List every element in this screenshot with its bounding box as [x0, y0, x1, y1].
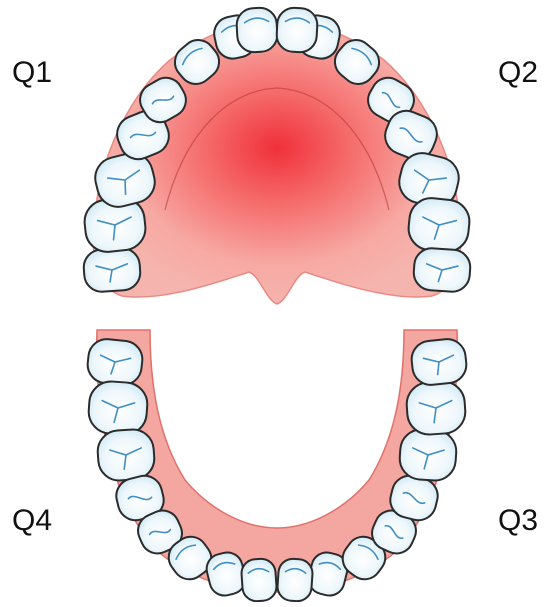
lower-tooth	[410, 337, 468, 386]
q2-label: Q2	[498, 58, 538, 88]
lower-tooth	[241, 558, 278, 602]
upper-tooth	[236, 7, 278, 53]
lower-tooth	[86, 337, 144, 386]
lower-tooth	[277, 558, 314, 602]
q3-label: Q3	[498, 506, 538, 536]
upper-tooth	[276, 7, 318, 53]
lower-tooth	[87, 380, 148, 436]
q4-label: Q4	[12, 506, 52, 536]
upper-tooth	[406, 196, 471, 254]
q1-label: Q1	[12, 58, 52, 88]
lower-tooth	[405, 380, 466, 436]
upper-tooth	[413, 247, 472, 293]
lower-tooth	[398, 428, 457, 482]
lower-tooth	[96, 428, 155, 482]
upper-tooth	[83, 247, 142, 293]
